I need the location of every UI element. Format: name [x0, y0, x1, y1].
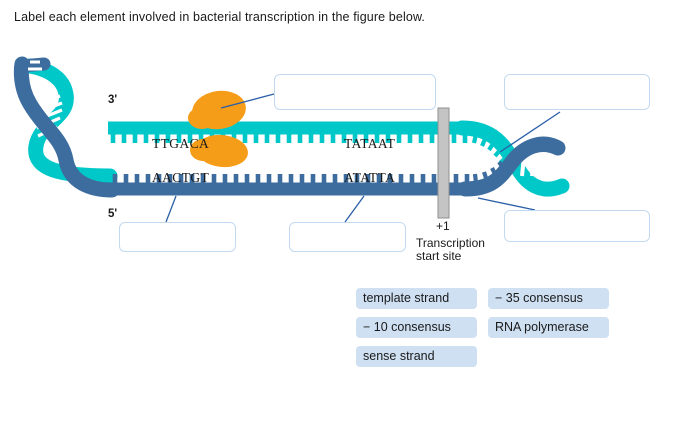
connector-botright	[477, 197, 536, 211]
answer-bank-row: template strand − 35 consensus	[356, 288, 636, 309]
top-hook-notches	[28, 60, 42, 71]
rna-polymerase-icon	[188, 90, 248, 168]
start-site-caption: Transcription start site	[416, 237, 485, 263]
transcription-figure: 3' 5' TTGACA AACTGT TATAAT ATATTA +1 Tra…	[0, 50, 694, 280]
answer-bank-row: − 10 consensus RNA polymerase	[356, 317, 636, 338]
connector-lines	[165, 93, 561, 223]
connector-minus10	[344, 195, 365, 223]
template-strand-right-teeth	[472, 160, 506, 184]
drop-box-rna-polymerase[interactable]	[274, 74, 436, 110]
answer-tag-minus-10-consensus[interactable]: − 10 consensus	[356, 317, 477, 338]
answer-bank-row: sense strand	[356, 346, 636, 367]
sense-strand-right-helix	[454, 120, 570, 197]
template-strand-top-hook	[15, 57, 51, 73]
answer-tag-template-strand[interactable]: template strand	[356, 288, 477, 309]
sequence-bottom-minus35: AACTGT	[152, 170, 210, 185]
sequence-top-minus35: TTGACA	[152, 136, 210, 151]
drop-box-top-right[interactable]	[504, 74, 650, 110]
three-prime-label: 3'	[108, 94, 118, 106]
answer-tag-sense-strand[interactable]: sense strand	[356, 346, 477, 367]
answer-tag-rna-polymerase[interactable]: RNA polymerase	[488, 317, 609, 338]
connector-rnap	[220, 93, 275, 109]
sequence-bottom-minus10: ATATTA	[344, 170, 396, 185]
connector-sense	[165, 195, 177, 223]
drop-box-minus-10[interactable]	[289, 222, 406, 252]
start-site-position-label: +1	[436, 219, 450, 233]
template-strand-right-tail	[504, 136, 564, 170]
connector-topright	[499, 111, 561, 153]
answer-tag-minus-35-consensus[interactable]: − 35 consensus	[488, 288, 609, 309]
drop-box-bottom-right[interactable]	[504, 210, 650, 242]
dna-diagram-graphic	[13, 56, 570, 223]
page-title: Label each element involved in bacterial…	[14, 10, 426, 24]
template-strand-teeth	[112, 174, 470, 183]
five-prime-label: 5'	[108, 208, 118, 220]
transcription-start-site-bar	[437, 107, 450, 219]
answer-bank: template strand − 35 consensus − 10 cons…	[356, 288, 636, 375]
start-site-caption-line2: start site	[416, 249, 462, 263]
start-site-caption-line1: Transcription	[416, 236, 485, 250]
sequence-top-minus10: TATAAT	[344, 136, 396, 151]
template-strand-left-helix	[13, 56, 120, 198]
drop-box-sense-strand[interactable]	[119, 222, 236, 252]
